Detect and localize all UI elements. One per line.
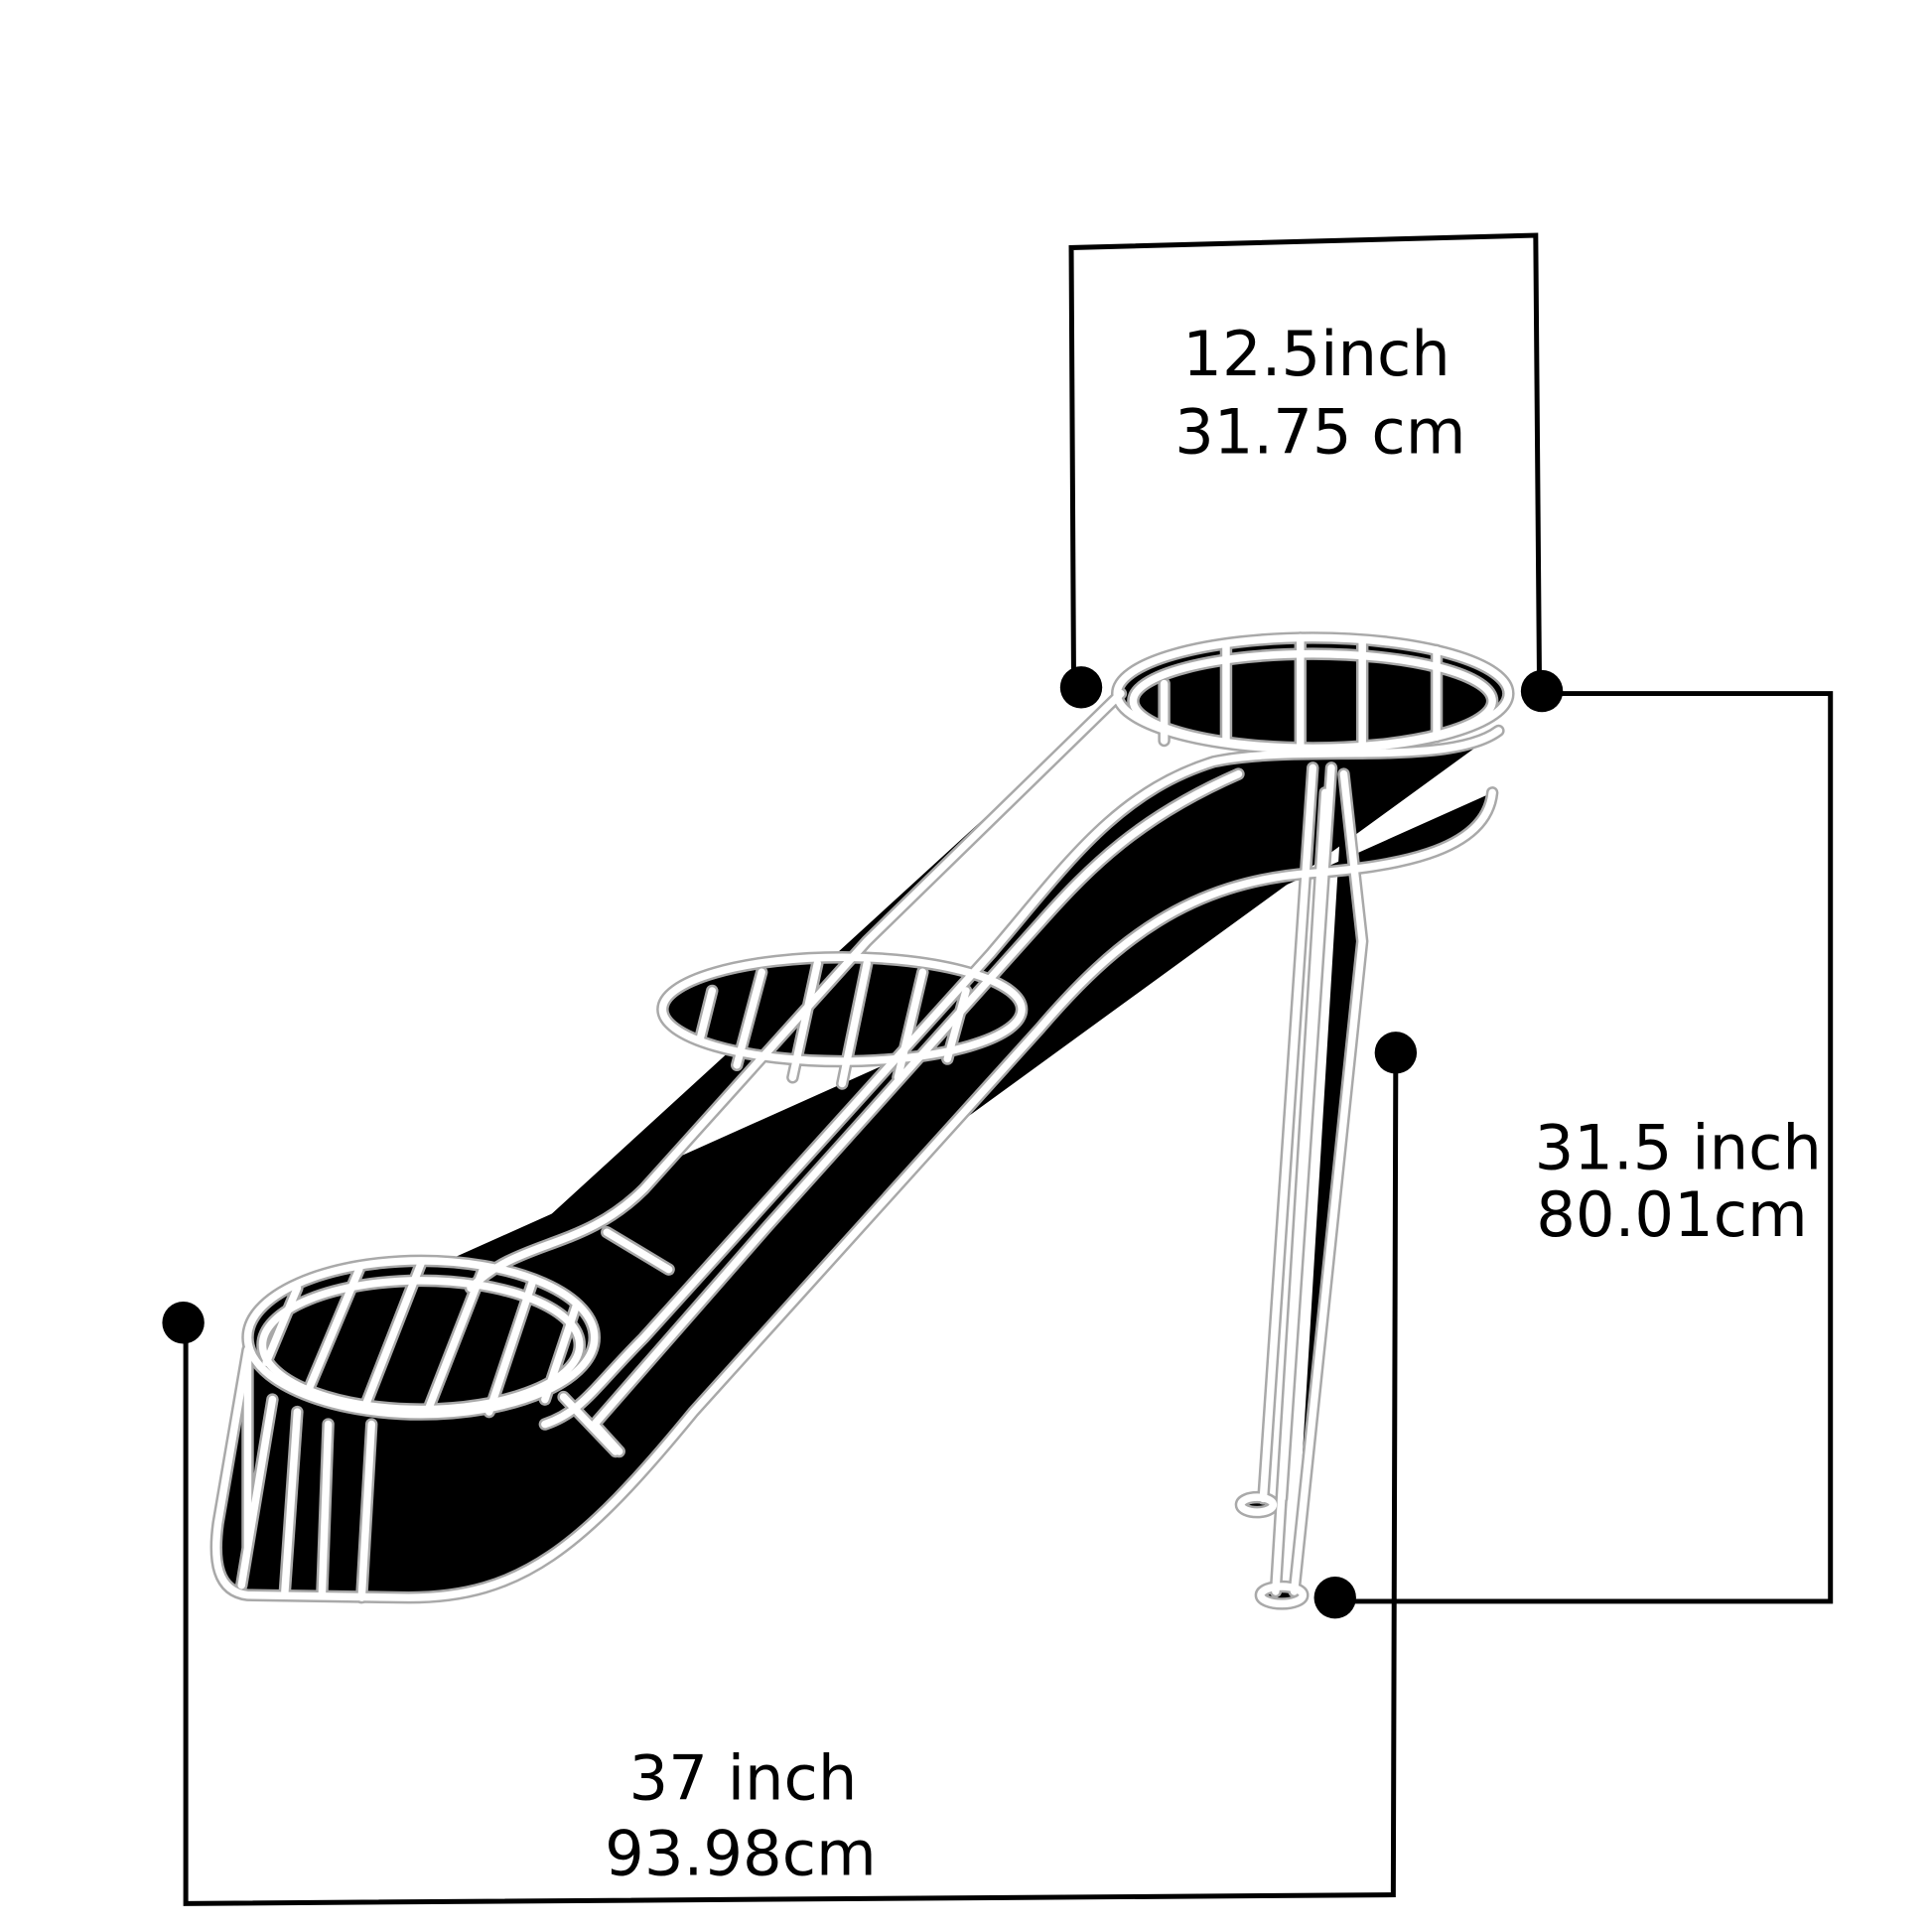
top-width-inch-label: 12.5inch (1182, 318, 1450, 390)
length-dimension: 37 inch 93.98cm (162, 1032, 1418, 1906)
top-left-marker-dot (1059, 666, 1103, 709)
height-dimension-bracket (1334, 691, 1834, 1604)
height-bottom-marker-dot (1313, 1576, 1356, 1619)
length-inch-label: 37 inch (629, 1742, 858, 1815)
height-cm-label: 80.01cm (1536, 1178, 1808, 1251)
top-dimension-bracket (1068, 232, 1543, 688)
top-width-cm-label: 31.75 cm (1174, 396, 1465, 469)
top-width-dimension: 12.5inch 31.75 cm (1059, 232, 1564, 713)
length-dimension-bracket (183, 1052, 1399, 1906)
length-left-marker-dot (162, 1302, 205, 1344)
plant-stand-illustration (216, 637, 1509, 1603)
height-dimension: 31.5 inch 80.01cm (1313, 691, 1834, 1619)
length-right-marker-dot (1374, 1032, 1418, 1074)
length-cm-label: 93.98cm (605, 1818, 877, 1890)
height-inch-label: 31.5 inch (1535, 1112, 1822, 1184)
